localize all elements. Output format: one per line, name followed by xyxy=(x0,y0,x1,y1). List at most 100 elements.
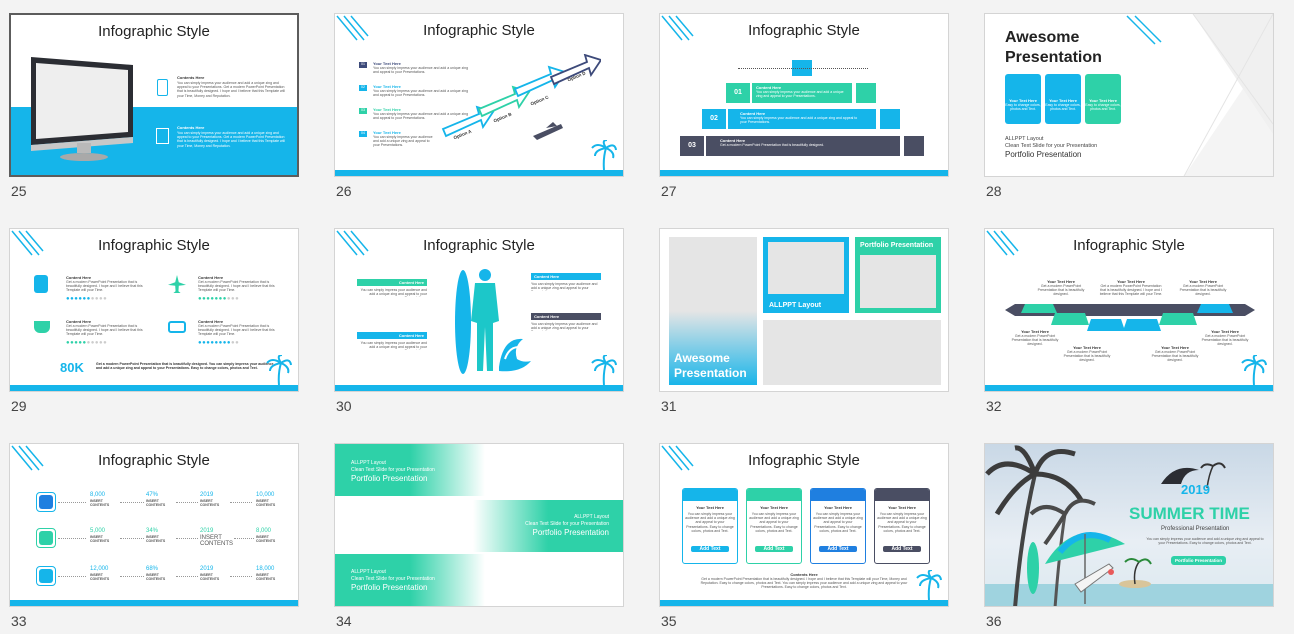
item-body: You can simply impress your audience and… xyxy=(373,66,469,75)
stat-caption: INSERT CONTENTS xyxy=(90,573,110,582)
box-label: ALLPPT Layout xyxy=(769,302,822,309)
footer-line: ALLPPT Layout xyxy=(1005,136,1044,142)
stat-value: 12,000 xyxy=(90,566,109,572)
pricing-card: Your Text Here You can simply impress yo… xyxy=(746,488,802,564)
cart-icon xyxy=(875,489,929,501)
corner-stripes-decoration xyxy=(336,15,369,41)
content-body: Get a modern PowerPoint Presentation tha… xyxy=(66,280,143,293)
add-text-button[interactable]: Add Text xyxy=(819,546,857,552)
stat-value: 2019 xyxy=(200,492,214,498)
stat-value: 8,000 xyxy=(90,492,106,498)
step-head: Content Here xyxy=(720,138,746,143)
corner-stripes-decoration xyxy=(11,445,44,471)
callout-box: Content Here You can simply impress your… xyxy=(357,332,427,350)
image-box-teal: Portfolio Presentation xyxy=(855,237,941,313)
portfolio-button[interactable]: Portfolio Presentation xyxy=(1171,556,1227,565)
stat-caption: INSERT CONTENTS xyxy=(146,535,166,544)
plane-icon xyxy=(168,275,186,293)
stat-caption: INSERT CONTENTS xyxy=(256,499,276,508)
palm-tree-icon xyxy=(591,355,617,385)
add-text-button[interactable]: Add Text xyxy=(691,546,729,552)
stat-caption: INSERT CONTENTS xyxy=(90,535,110,544)
stat-value: 8,000 xyxy=(256,528,272,534)
cover-body: You can simply impress your audience and… xyxy=(1146,537,1264,546)
slide-thumbnail-30[interactable]: Infographic Style Content Here You can s… xyxy=(334,228,624,392)
item-body: You can simply impress your audience and… xyxy=(373,112,469,121)
anchor-icon xyxy=(683,489,737,501)
corner-stripes-decoration xyxy=(986,230,1019,256)
slide-thumbnail-36[interactable]: 2019 SUMMER TIME Professional Presentati… xyxy=(984,443,1274,607)
pricing-card: Your Text Here You can simply impress yo… xyxy=(874,488,930,564)
stat-caption: INSERT CONTENTS xyxy=(200,535,233,547)
item-body: You can simply impress your audience and… xyxy=(373,89,469,98)
footer-stripe xyxy=(10,600,298,606)
connector-dotted xyxy=(738,68,868,69)
slide-number: 30 xyxy=(336,398,352,414)
slide-thumbnail-33[interactable]: Infographic Style 8,000 INSERT CONTENTS … xyxy=(9,443,299,607)
add-text-button[interactable]: Add Text xyxy=(883,546,921,552)
slide-number: 31 xyxy=(661,398,677,414)
year-label: 2019 xyxy=(1181,482,1210,497)
weather-timeline xyxy=(1005,304,1255,331)
stat-number: 80K xyxy=(60,360,84,375)
stat-caption: INSERT CONTENTS xyxy=(146,573,166,582)
staircase-arrows xyxy=(441,54,601,140)
corner-stripes-decoration xyxy=(661,445,694,471)
content-head: Content Here xyxy=(66,319,92,324)
slide-thumbnail-35[interactable]: Infographic Style Your Text Here You can… xyxy=(659,443,949,607)
item-head: Your Text Here xyxy=(373,84,401,89)
ship-icon xyxy=(34,321,50,333)
content-body: You can simply impress your audience and… xyxy=(177,81,285,98)
slide-number: 32 xyxy=(986,398,1002,414)
surfer-image xyxy=(455,269,531,374)
stat-value: 34% xyxy=(146,528,159,534)
marker: 02 xyxy=(359,85,367,91)
content-head: Contents Here xyxy=(177,125,205,130)
footer-stripe xyxy=(985,385,1273,391)
item-body: You can simply impress your audience and… xyxy=(373,135,433,148)
slide-number: 33 xyxy=(11,613,27,629)
content-head: Content Here xyxy=(198,319,224,324)
footer-stripe xyxy=(10,385,298,391)
image-box-grey xyxy=(763,320,941,385)
pricing-card: Your Text Here You can simply impress yo… xyxy=(682,488,738,564)
stat-caption: INSERT CONTENTS xyxy=(200,573,220,582)
step-body: You can simply impress your audience and… xyxy=(740,116,858,125)
add-text-button[interactable]: Add Text xyxy=(755,546,793,552)
footer-stripe xyxy=(660,600,948,606)
gradient-band-bottom xyxy=(335,554,485,606)
cover-title: SUMMER TIME xyxy=(1129,504,1250,523)
palm-tree-icon xyxy=(591,140,617,170)
stat-value: 5,000 xyxy=(90,528,106,534)
slide-number: 27 xyxy=(661,183,677,199)
slide-thumbnail-29[interactable]: Infographic Style Content Here Get a mod… xyxy=(9,228,299,392)
step-head: Content Here xyxy=(740,111,766,116)
slide-thumbnail-25[interactable]: Infographic Style Contents Here You can … xyxy=(9,13,299,177)
stat-caption: INSERT CONTENTS xyxy=(200,499,220,508)
ship-icon xyxy=(36,528,56,548)
rocket-icon xyxy=(856,83,876,103)
rating-pins: ●●●●●●●●●● xyxy=(66,296,108,302)
image-box-blue: ALLPPT Layout xyxy=(763,237,849,313)
item-head: Your Text Here xyxy=(373,61,401,66)
slide-title: Infographic Style xyxy=(98,23,210,40)
slide-title: Infographic Style xyxy=(748,452,860,469)
book-icon xyxy=(747,489,801,501)
step-marker: 03 xyxy=(680,136,704,156)
footer-head: Contents Here xyxy=(790,572,818,577)
slide-number: 28 xyxy=(986,183,1002,199)
left-panel xyxy=(669,237,757,385)
